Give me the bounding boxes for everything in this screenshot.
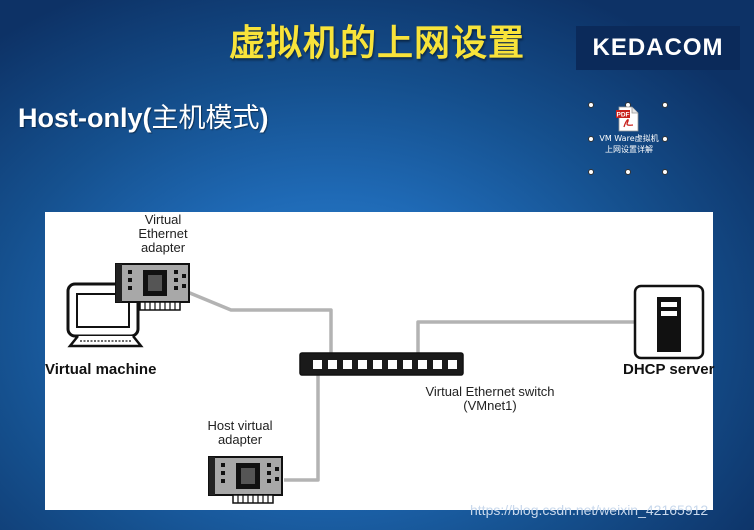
- resize-handle[interactable]: [588, 169, 594, 175]
- pdf-attachment[interactable]: PDF VM Ware虚拟机 上网设置详解: [588, 102, 668, 175]
- cable-vm-to-switch: [184, 289, 333, 364]
- resize-handle[interactable]: [662, 102, 668, 108]
- host-adapter-label-line: Host virtual: [207, 418, 273, 433]
- resize-handle[interactable]: [662, 169, 668, 175]
- virtual-adapter-label-line: adapter: [140, 240, 186, 255]
- subtitle-end: ): [259, 103, 269, 133]
- host-adapter-label-line: adapter: [217, 432, 263, 447]
- cable-host-to-switch: [284, 364, 320, 482]
- subtitle-en: Host-only(: [18, 103, 152, 133]
- switch-label-line: Virtual Ethernet switch: [425, 384, 555, 399]
- resize-handle[interactable]: [588, 136, 594, 142]
- server-tower-icon: [633, 284, 705, 360]
- switch-label-line: (VMnet1): [463, 398, 517, 413]
- ethernet-switch-icon: [299, 352, 464, 376]
- switch-label: Virtual Ethernet switch (VMnet1): [402, 385, 578, 413]
- network-card-icon: [208, 456, 283, 504]
- network-card-icon: [115, 263, 190, 311]
- subtitle-cn: 主机模式: [151, 103, 260, 134]
- network-diagram: Virtual Ethernet adapter Virtual machine…: [45, 212, 715, 510]
- resize-handle[interactable]: [588, 102, 594, 108]
- csdn-watermark: https://blog.csdn.net/weixin_42165912: [470, 502, 709, 518]
- cables: [184, 289, 635, 482]
- cable-switch-to-dhcp: [416, 320, 635, 364]
- slide-subtitle: Host-only(主机模式): [18, 96, 268, 135]
- attachment-caption: VM Ware虚拟机 上网设置详解: [591, 133, 667, 155]
- attachment-line1: VM Ware虚拟机: [599, 134, 659, 143]
- diagram-canvas: [66, 263, 705, 504]
- virtual-adapter-label-line: Virtual: [144, 212, 182, 227]
- slide-title: 虚拟机的上网设置: [228, 23, 525, 64]
- virtual-adapter-label: Virtual Ethernet adapter: [125, 213, 201, 255]
- pdf-icon: PDF: [616, 106, 639, 132]
- virtual-machine-label: Virtual machine: [45, 361, 157, 378]
- virtual-adapter-label-line: Ethernet: [138, 226, 188, 241]
- resize-handle[interactable]: [625, 169, 631, 175]
- logo-text: KEDACOM: [592, 34, 724, 61]
- resize-handle[interactable]: [662, 136, 668, 142]
- host-adapter-label: Host virtual adapter: [195, 419, 285, 447]
- kedacom-logo: KEDACOM: [576, 26, 740, 70]
- pdf-icon-text: PDF: [617, 112, 630, 119]
- attachment-line2: 上网设置详解: [605, 145, 653, 154]
- dhcp-server-label: DHCP server: [623, 361, 715, 378]
